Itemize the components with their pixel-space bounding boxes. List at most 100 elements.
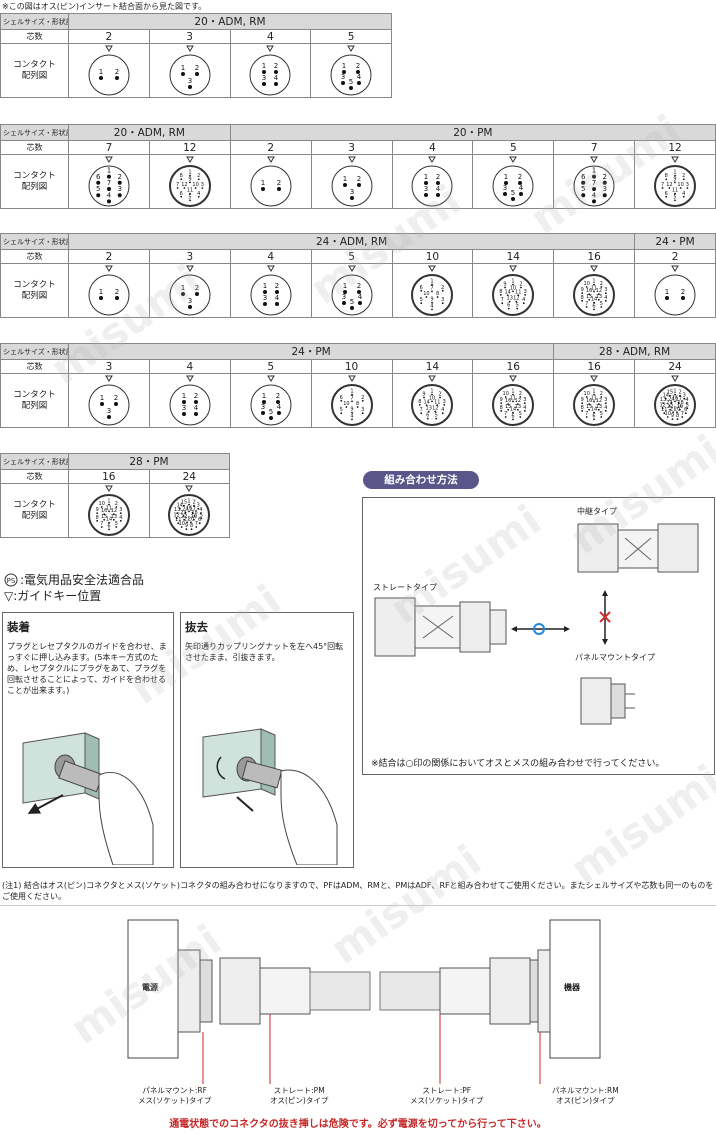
pole-count-cell: 14 <box>472 249 555 264</box>
pin-number: 7 <box>176 182 179 188</box>
pin-dot <box>676 417 679 420</box>
pin-dot <box>350 411 353 413</box>
pin-dot <box>349 195 354 200</box>
pole-count-cell: 24 <box>634 359 716 374</box>
pin-number: 8 <box>356 401 359 407</box>
pin-number: 4 <box>524 404 527 410</box>
pin-dot <box>439 396 442 398</box>
pin-dot <box>200 511 202 514</box>
guide-key-mark <box>671 156 679 163</box>
pin-number: 13 <box>660 397 666 403</box>
pin-number: 21 <box>670 406 676 412</box>
pin-number: 16 <box>586 288 592 294</box>
guide-key-mark <box>185 485 194 492</box>
pin-dot <box>176 186 179 189</box>
straight-type-label: ストレートタイプ <box>373 583 437 592</box>
pin-number: 5 <box>519 411 522 417</box>
contact-label: コンタクト配列図 <box>0 483 69 538</box>
pin-dot <box>181 411 186 416</box>
pin-dot <box>356 69 361 74</box>
pin-dot <box>188 174 191 176</box>
pin-dot <box>598 402 600 405</box>
pin-number: 20 <box>188 516 194 522</box>
pin-number: 2 <box>356 62 360 70</box>
pin-dot <box>424 180 429 185</box>
connector-face <box>573 273 616 316</box>
pin-number: 1 <box>431 278 434 284</box>
pin-number: 3 <box>442 297 445 303</box>
pin-dot <box>581 299 584 302</box>
pin-number: 8 <box>500 404 503 410</box>
pin-dot <box>517 293 520 296</box>
pin-table-3: シェルサイズ・形状記号 24・ADM, RM 24・PM 芯数234510141… <box>0 233 716 318</box>
pin-number: 19 <box>191 513 197 519</box>
pin-dot <box>100 525 103 528</box>
pin-dot <box>436 180 441 185</box>
pin-number: 14 <box>505 289 511 295</box>
pin-number: 9 <box>423 391 426 397</box>
pin-number: 2 <box>356 175 360 183</box>
pin-number: 5 <box>511 189 515 197</box>
pin-number: 3 <box>107 407 111 415</box>
pin-dot <box>512 290 515 292</box>
pin-dot <box>515 300 518 302</box>
guide-key-mark <box>671 265 679 272</box>
attach-text: プラグとレセプタクルのガイドを合わせ、まっすぐに押し込みます。(5本キー方式のた… <box>7 642 167 695</box>
pin-dot <box>274 289 279 294</box>
guide-key-mark <box>105 156 113 163</box>
pin-number: 2 <box>117 172 121 180</box>
pin-dot <box>512 393 515 395</box>
pin-dot <box>114 75 119 80</box>
combination-panel: 中継タイプ ストレートタイプ パネルマウントタイプ ※結合は○印の関係においてオ… <box>362 497 715 775</box>
connector-face <box>168 164 211 207</box>
pin-number: 1 <box>262 62 266 70</box>
pin-dot <box>679 408 681 411</box>
pin-number: 2 <box>603 172 607 180</box>
pin-dot <box>507 408 510 411</box>
pin-number: 1 <box>673 388 676 394</box>
pin-number: 7 <box>350 395 353 401</box>
pin-number: 5 <box>188 194 191 200</box>
pin-number: 15 <box>586 293 592 299</box>
pin-number: 1 <box>261 392 265 400</box>
warning-text: 通電状態でのコネクタの抜き挿しは危険です。必ず電源を切ってから行って下さい。 <box>169 1119 547 1130</box>
pin-dot <box>662 401 665 404</box>
pin-number: 1 <box>100 394 104 402</box>
guide-key-mark <box>428 265 437 272</box>
pin-number: 1 <box>99 288 103 296</box>
pin-dot <box>117 192 122 197</box>
svg-text:PS: PS <box>7 577 16 585</box>
pin-dot <box>188 510 191 512</box>
contact-label: コンタクト配列図 <box>0 43 69 98</box>
pole-count-cell: 12 <box>148 140 231 155</box>
pin-number: 2 <box>600 280 603 286</box>
pin-number: 2 <box>600 390 603 396</box>
pin-number: 12 <box>181 182 187 188</box>
pin-number: 13 <box>426 405 432 411</box>
pin-dot <box>350 418 353 420</box>
pin-number: 12 <box>596 398 602 404</box>
pin-dot <box>442 301 445 304</box>
pin-dot <box>180 195 182 198</box>
shell-label: シェルサイズ・形状記号 <box>0 124 69 141</box>
pin-number: 3 <box>197 502 200 508</box>
pin-dot <box>602 180 607 185</box>
pin-number: 6 <box>198 517 201 523</box>
pin-number: 5 <box>200 512 203 518</box>
pin-dot <box>194 71 199 76</box>
pin-dot <box>683 397 686 400</box>
pin-dot <box>98 75 103 80</box>
pin-number: 3 <box>524 397 527 403</box>
pin-number: 4 <box>199 507 202 513</box>
